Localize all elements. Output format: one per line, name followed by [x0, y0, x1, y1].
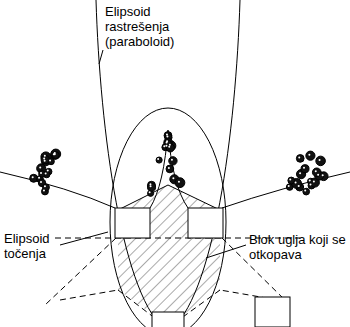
rock-highlight: [168, 146, 170, 148]
rock-highlight: [166, 135, 168, 137]
rock-highlight: [149, 183, 151, 185]
rock-highlight: [298, 185, 300, 187]
rock-highlight: [44, 155, 46, 157]
rock: [148, 183, 156, 191]
rock-highlight: [298, 156, 300, 158]
rock-highlight: [288, 185, 290, 187]
rock-highlight: [299, 172, 301, 174]
rock-highlight: [43, 158, 45, 160]
rock-highlight: [304, 190, 306, 192]
label: Elipsoid točenja: [4, 231, 66, 261]
rock: [164, 138, 172, 146]
rock: [166, 165, 174, 173]
rock-highlight: [40, 181, 42, 183]
rock-boundary: [0, 172, 115, 208]
rock: [38, 179, 45, 186]
rock: [156, 157, 162, 163]
rock-highlight: [40, 172, 42, 174]
rock-highlight: [165, 145, 167, 147]
rock-highlight: [38, 177, 40, 179]
rock-highlight: [313, 181, 315, 183]
rock-highlight: [39, 166, 41, 168]
rock-highlight: [315, 170, 317, 172]
rock-highlight: [54, 153, 56, 155]
leader-lines: [60, 50, 246, 258]
rock-highlight: [47, 170, 49, 172]
label: Elipsoid rastrešenja (paraboloid): [104, 4, 188, 49]
rock-highlight: [169, 144, 171, 146]
rock-highlight: [168, 167, 170, 169]
rock-highlight: [319, 159, 321, 161]
rock-highlight: [150, 185, 152, 187]
rock: [296, 155, 304, 163]
draw-ellipsoid: [110, 108, 226, 327]
rock-highlight: [309, 184, 311, 186]
rock-highlight: [308, 154, 310, 156]
rock-highlight: [178, 181, 180, 183]
rock: [42, 184, 49, 191]
opening-squares: [115, 208, 290, 327]
rock-highlight: [49, 159, 51, 161]
rock: [312, 168, 321, 177]
rock-fragments: [30, 132, 328, 197]
rock-highlight: [309, 179, 311, 181]
rock: [175, 178, 185, 188]
rock: [51, 149, 61, 159]
rock-boundary: [150, 130, 188, 208]
rock: [52, 152, 59, 159]
rock-highlight: [289, 178, 291, 180]
rock: [301, 165, 309, 173]
rock-highlight: [43, 189, 45, 191]
rock-highlight: [163, 145, 165, 147]
rock: [41, 155, 49, 163]
coal-block: [118, 185, 220, 325]
rock: [316, 156, 326, 166]
rock: [164, 140, 171, 147]
label: Blok uglja koji se otkopava: [249, 232, 347, 262]
rock-highlight: [317, 174, 319, 176]
rock-highlight: [166, 142, 168, 144]
rock-highlight: [157, 158, 159, 160]
rock-highlight: [303, 167, 305, 169]
rock: [303, 188, 310, 195]
rock-highlight: [44, 185, 46, 187]
rock: [169, 157, 177, 165]
rock-highlight: [44, 160, 46, 162]
rock: [306, 151, 315, 160]
rock-highlight: [171, 159, 173, 161]
rock-highlight: [322, 174, 324, 176]
rock-highlight: [32, 176, 34, 178]
rock: [39, 171, 46, 178]
rock-highlight: [45, 172, 47, 174]
rock-boundary: [222, 172, 350, 208]
rock-highlight: [295, 181, 297, 183]
rock-highlight: [172, 177, 174, 179]
rock-highlight: [166, 134, 168, 136]
rock: [288, 177, 295, 184]
block-top: [118, 185, 220, 210]
rock-highlight: [149, 191, 151, 193]
rock-highlight: [53, 153, 55, 155]
